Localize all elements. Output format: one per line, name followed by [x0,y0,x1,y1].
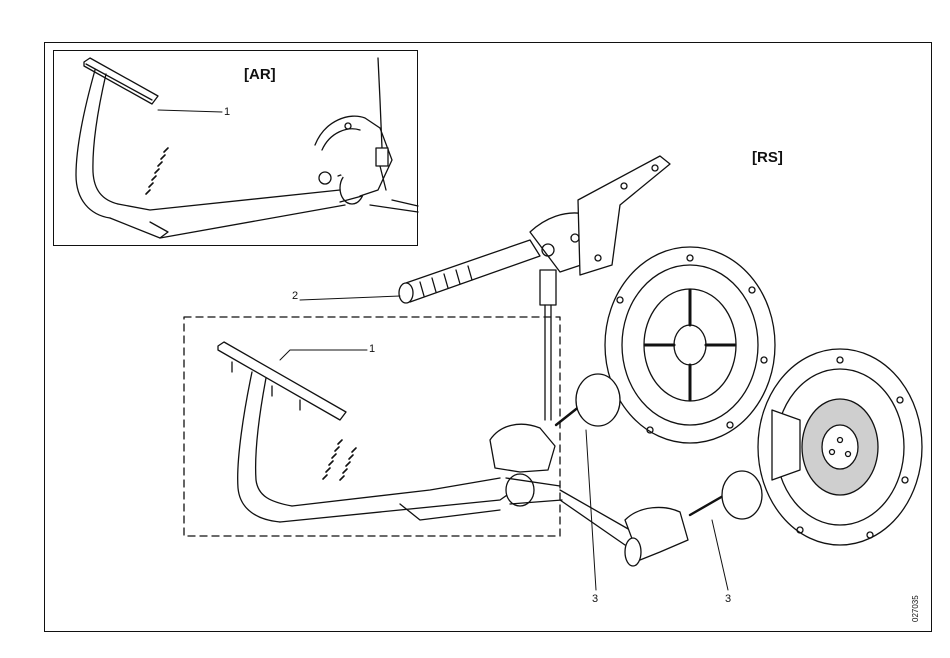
main-pedal-leader [280,350,367,360]
callout-handle: 2 [292,291,298,302]
callout-cable-right: 3 [725,594,731,605]
callout-main-pedal: 1 [369,344,375,355]
handle-leader [300,296,400,300]
inset-pedal-assembly [76,58,418,238]
callout-cable-left: 3 [592,594,598,605]
left-brake-drum [576,247,775,443]
reference-code: 027035 [911,595,920,622]
inset-pedal-leader [158,110,222,112]
inset-label: [AR] [244,67,276,82]
main-label: [RS] [752,150,783,165]
callout-inset-pedal: 1 [224,107,230,118]
cable-right-leader [712,520,728,590]
